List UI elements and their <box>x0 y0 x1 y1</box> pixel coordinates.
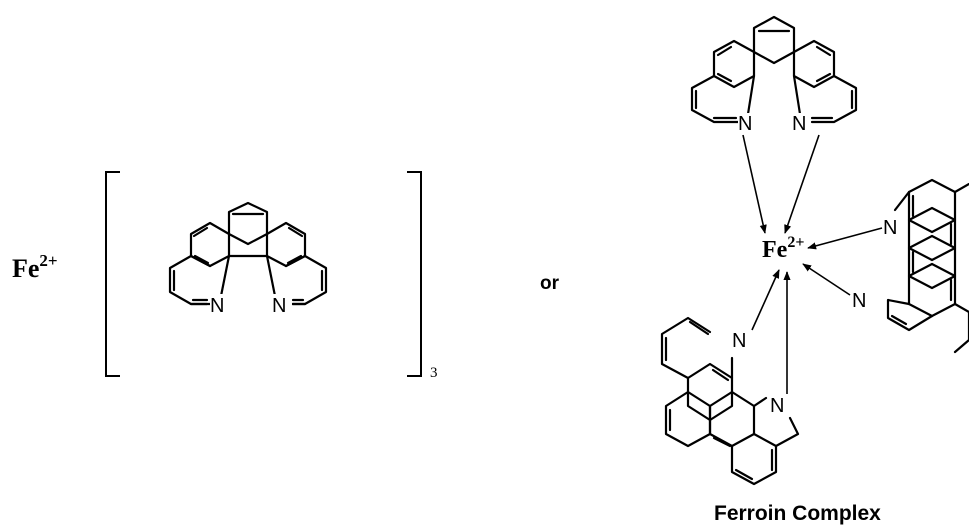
ligand-top <box>690 15 858 124</box>
or-connector: or <box>540 273 560 294</box>
ligand-right <box>886 178 969 354</box>
arrow <box>784 134 820 234</box>
right-bracket <box>407 171 422 377</box>
n-atom: N <box>770 395 784 417</box>
fe-charge: 2+ <box>39 251 57 270</box>
n-atom: N <box>732 330 746 352</box>
left-n-labels: N N <box>189 294 307 317</box>
arrow <box>807 227 883 250</box>
coordination-arrows <box>742 134 883 394</box>
n-atom: N <box>852 290 866 312</box>
n-atom: N <box>738 113 752 135</box>
n-atom: N <box>210 295 224 317</box>
center-fe-charge: 2+ <box>787 234 804 251</box>
formula-ion-label: Fe2+ <box>12 251 58 283</box>
complex-caption: Ferroin Complex <box>714 502 881 525</box>
arrow <box>742 134 767 234</box>
complex-center-ion: Fe2+ <box>762 234 804 263</box>
n-atom: N <box>272 295 286 317</box>
n-atom: N <box>883 217 897 239</box>
arrow <box>751 269 780 331</box>
n-atom: N <box>792 113 806 135</box>
left-bracket <box>105 171 120 377</box>
ligand-bottom <box>660 316 800 486</box>
arrow <box>802 263 851 296</box>
bracket-subscript: 3 <box>430 365 438 381</box>
center-fe-symbol: Fe <box>762 237 788 263</box>
svg-text:Fe2+: Fe2+ <box>12 251 58 283</box>
fe-symbol: Fe <box>12 254 39 283</box>
phenanthroline-structure <box>168 201 328 306</box>
